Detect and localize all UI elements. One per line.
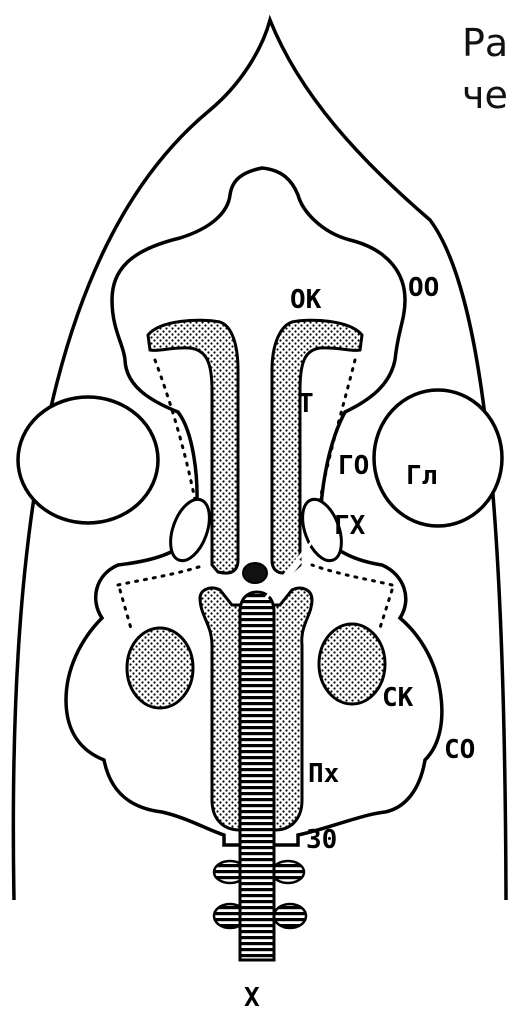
label-t: Т	[298, 389, 314, 419]
label-gl: Гл	[406, 461, 437, 491]
eye-capsule-gl	[374, 390, 502, 526]
label-so: СО	[444, 735, 475, 765]
label-gh: ГХ	[334, 511, 366, 541]
label-sk: СК	[382, 683, 414, 713]
occipital-lobe-1-right	[272, 861, 304, 883]
label-go: ГО	[338, 451, 369, 481]
label-oo: ОО	[408, 273, 439, 303]
left-eye-capsule	[18, 397, 158, 523]
label-x: Х	[244, 983, 260, 1013]
occipital-lobe-2-right	[274, 904, 306, 928]
auditory-capsule-right	[319, 624, 385, 704]
heading-line-2: че	[462, 76, 508, 114]
label-zo: 30	[306, 825, 337, 855]
label-px: Пх	[308, 759, 339, 789]
notochord	[240, 592, 274, 960]
heading-line-1: Ра	[462, 24, 508, 62]
hypophysis-blob	[243, 563, 267, 583]
auditory-capsule-left	[127, 628, 193, 708]
label-ok: ОК	[290, 285, 322, 315]
